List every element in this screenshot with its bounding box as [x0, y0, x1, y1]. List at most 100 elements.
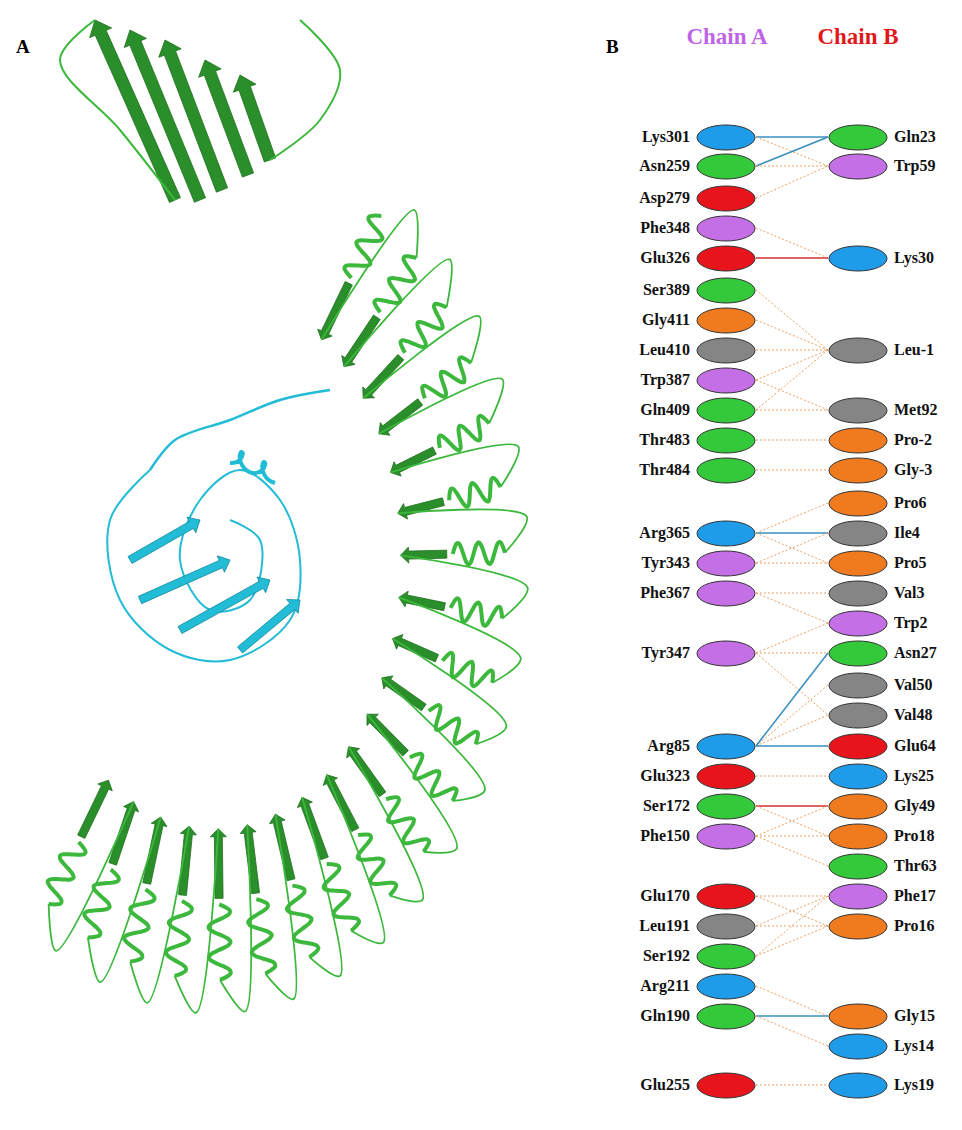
residue-label: Gln409	[640, 401, 690, 419]
residue-label: Phe367	[640, 584, 690, 602]
loop	[382, 678, 485, 801]
strand	[143, 817, 167, 884]
hydrogen-bond	[756, 137, 828, 166]
contact-line	[756, 986, 828, 1016]
hydrogen-bond	[756, 745, 828, 747]
residue-label: Val50	[894, 676, 933, 694]
loop	[265, 814, 296, 999]
cyan-strand	[128, 517, 200, 563]
residue-node: Tyr347	[641, 640, 756, 667]
residue-ellipse	[696, 124, 756, 151]
loop	[321, 210, 417, 340]
contact-line	[756, 350, 828, 410]
contact-line	[756, 776, 828, 777]
residue-node: Leu-1	[828, 337, 934, 364]
cyan-strand	[237, 599, 300, 653]
contact-line	[756, 350, 828, 351]
contact-line	[756, 470, 828, 471]
residue-label: Met92	[894, 401, 938, 419]
contact-line	[756, 290, 828, 350]
residue-label: Gly49	[894, 797, 935, 815]
residue-node: Asn259	[639, 153, 756, 180]
residue-label: Glu64	[894, 737, 936, 755]
residue-ellipse	[828, 580, 888, 607]
residue-ellipse	[696, 307, 756, 334]
residue-ellipse	[828, 245, 888, 272]
residue-node: Val3	[828, 580, 925, 607]
contact-line	[756, 896, 828, 926]
residue-node: Lys301	[642, 124, 756, 151]
residue-label: Asn27	[894, 644, 937, 662]
residue-ellipse	[828, 610, 888, 637]
residue-label: Val48	[894, 706, 933, 724]
residue-ellipse	[696, 337, 756, 364]
residue-ellipse	[696, 1072, 756, 1099]
strand	[318, 282, 353, 340]
cyan-loop	[107, 470, 300, 661]
residue-ellipse	[828, 153, 888, 180]
contact-line	[756, 653, 828, 715]
loop	[220, 825, 251, 1012]
residue-node: Leu410	[639, 337, 756, 364]
residue-label: Trp387	[641, 371, 690, 389]
residue-label: Lys30	[894, 249, 934, 267]
residue-label: Arg85	[647, 737, 690, 755]
residue-ellipse	[696, 913, 756, 940]
residue-ellipse	[828, 1033, 888, 1060]
contact-line	[756, 1085, 828, 1086]
loop	[130, 826, 189, 1003]
residue-node: Arg211	[640, 973, 756, 1000]
residue-node: Lys14	[828, 1033, 934, 1060]
residue-node: Leu191	[639, 913, 756, 940]
helix	[442, 653, 493, 687]
helix	[344, 216, 382, 278]
residue-ellipse	[696, 883, 756, 910]
residue-label: Leu410	[639, 341, 690, 359]
residue-ellipse	[696, 520, 756, 547]
residue-ellipse	[696, 763, 756, 790]
residue-ellipse	[696, 580, 756, 607]
contact-line	[756, 228, 828, 258]
residue-label: Pro18	[894, 827, 935, 845]
residue-node: Pro-2	[828, 427, 932, 454]
helix	[248, 899, 275, 973]
residue-label: Lys14	[894, 1037, 934, 1055]
contact-line	[756, 503, 828, 533]
residue-label: Pro16	[894, 917, 935, 935]
residue-node: Glu255	[640, 1072, 756, 1099]
residue-label: Pro6	[894, 494, 927, 512]
residue-label: Lys25	[894, 767, 934, 785]
residue-ellipse	[828, 520, 888, 547]
residue-label: Gly-3	[894, 461, 932, 479]
residue-node: Lys19	[828, 1072, 934, 1099]
residue-node: Tyr343	[641, 550, 756, 577]
residue-label: Glu255	[640, 1076, 690, 1094]
residue-node: Gly49	[828, 793, 935, 820]
loop	[367, 714, 457, 853]
helix	[374, 256, 416, 312]
residue-ellipse	[696, 793, 756, 820]
residue-ellipse	[828, 490, 888, 517]
loop	[379, 378, 504, 434]
contact-line	[756, 410, 828, 411]
residue-label: Asp279	[639, 189, 690, 207]
residue-node: Phe150	[640, 823, 756, 850]
residue-ellipse	[828, 640, 888, 667]
residue-label: Arg365	[639, 524, 690, 542]
cyan-strand	[138, 556, 230, 604]
chain-heading: Chain A	[686, 24, 767, 50]
contact-line	[756, 653, 828, 654]
residue-ellipse	[696, 215, 756, 242]
residue-node: Asp279	[639, 185, 756, 212]
strand	[398, 498, 445, 519]
helix	[453, 542, 505, 564]
residue-node: Trp2	[828, 610, 927, 637]
residue-ellipse	[828, 1003, 888, 1030]
loop	[270, 20, 340, 160]
loop	[349, 747, 424, 902]
residue-node: Asn27	[828, 640, 937, 667]
residue-node: Ser172	[643, 793, 756, 820]
contact-line	[756, 1016, 828, 1046]
loop	[344, 259, 452, 366]
residue-ellipse	[828, 793, 888, 820]
